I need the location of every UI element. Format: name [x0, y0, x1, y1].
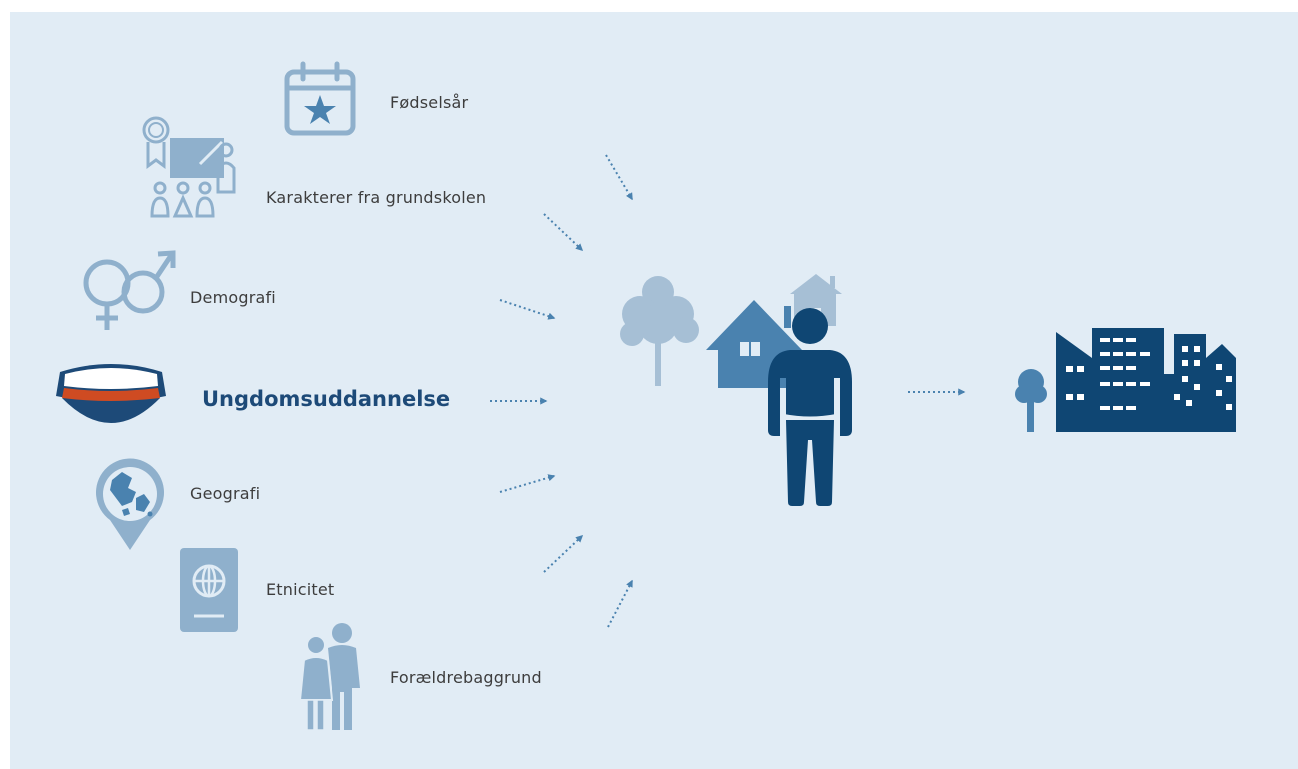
arrow-demography	[499, 299, 556, 320]
label-demography: Demografi	[190, 288, 276, 307]
arrow-birth-year	[605, 154, 633, 201]
city-buildings-icon	[1015, 328, 1236, 432]
tree-icon	[620, 276, 699, 386]
person-icon	[768, 308, 852, 506]
label-ethnicity: Etnicitet	[266, 580, 335, 599]
classroom-award-icon	[142, 116, 236, 218]
label-geography: Geografi	[190, 484, 261, 503]
label-birth-year: Fødselsår	[390, 93, 469, 112]
arrow-parental-background	[607, 579, 633, 628]
arrow-geography	[499, 474, 556, 493]
calendar-star-icon	[284, 61, 356, 136]
label-youth-education: Ungdomsuddannelse	[202, 387, 451, 411]
arrow-school-grades	[543, 213, 584, 251]
gender-symbols-icon	[83, 250, 176, 330]
arrow-ethnicity	[543, 535, 584, 573]
person-with-home-icon	[620, 274, 852, 506]
label-school-grades: Karakterer fra grundskolen	[266, 188, 487, 207]
label-parental-background: Forældrebaggrund	[390, 668, 542, 687]
parents-icon	[298, 623, 360, 731]
student-cap-icon	[56, 364, 166, 423]
passport-icon	[180, 548, 238, 632]
map-pin-denmark-icon	[96, 458, 164, 550]
